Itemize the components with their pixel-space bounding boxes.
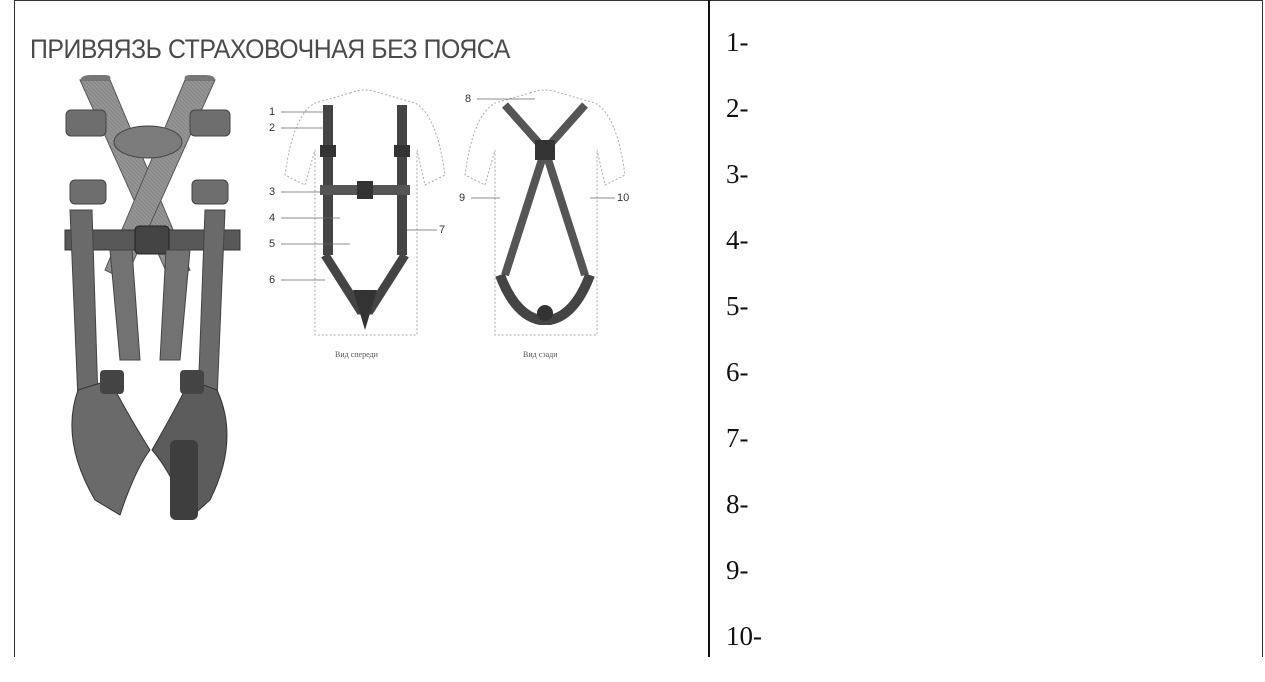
front-callout-1: 1 (269, 106, 323, 118)
svg-text:5: 5 (269, 238, 275, 250)
front-callout-3: 3 (269, 186, 320, 198)
back-diagram: 8 9 10 Вид сзади (455, 85, 645, 385)
front-diagram: 1 2 3 4 5 6 7 Вид спереди (265, 85, 455, 385)
list-item: 7- (726, 418, 762, 484)
front-caption: Вид спереди (335, 350, 379, 359)
back-callout-9: 9 (459, 192, 500, 204)
back-callout-10: 10 (590, 192, 629, 204)
svg-text:6: 6 (269, 274, 275, 286)
list-item: 4- (726, 220, 762, 286)
list-item: 10- (726, 616, 762, 682)
svg-text:10: 10 (617, 192, 629, 204)
table-left-border (14, 0, 15, 657)
svg-text:2: 2 (269, 122, 275, 134)
list-item: 8- (726, 484, 762, 550)
back-caption: Вид сзади (523, 350, 558, 359)
harness-photo (40, 70, 255, 530)
front-callout-7: 7 (407, 224, 445, 236)
list-item: 1- (726, 22, 762, 88)
svg-text:9: 9 (459, 192, 465, 204)
front-callout-2: 2 (269, 122, 323, 134)
back-callout-8: 8 (465, 93, 535, 105)
svg-text:3: 3 (269, 186, 275, 198)
harness-title: ПРИВЯЯЗЬ СТРАХОВОЧНАЯ БЕЗ ПОЯСА (30, 34, 510, 65)
svg-text:1: 1 (269, 106, 275, 118)
list-item: 3- (726, 154, 762, 220)
list-item: 6- (726, 352, 762, 418)
table-right-border (1262, 0, 1263, 657)
front-callout-6: 6 (269, 274, 325, 286)
svg-text:4: 4 (269, 212, 275, 224)
svg-text:8: 8 (465, 93, 471, 105)
svg-text:7: 7 (439, 224, 445, 236)
list-item: 5- (726, 286, 762, 352)
column-divider (708, 0, 710, 657)
list-item: 9- (726, 550, 762, 616)
parts-list: 1- 2- 3- 4- 5- 6- 7- 8- 9- 10- (726, 22, 762, 682)
list-item: 2- (726, 88, 762, 154)
table-top-border (14, 0, 1263, 1)
front-callout-5: 5 (269, 238, 350, 250)
